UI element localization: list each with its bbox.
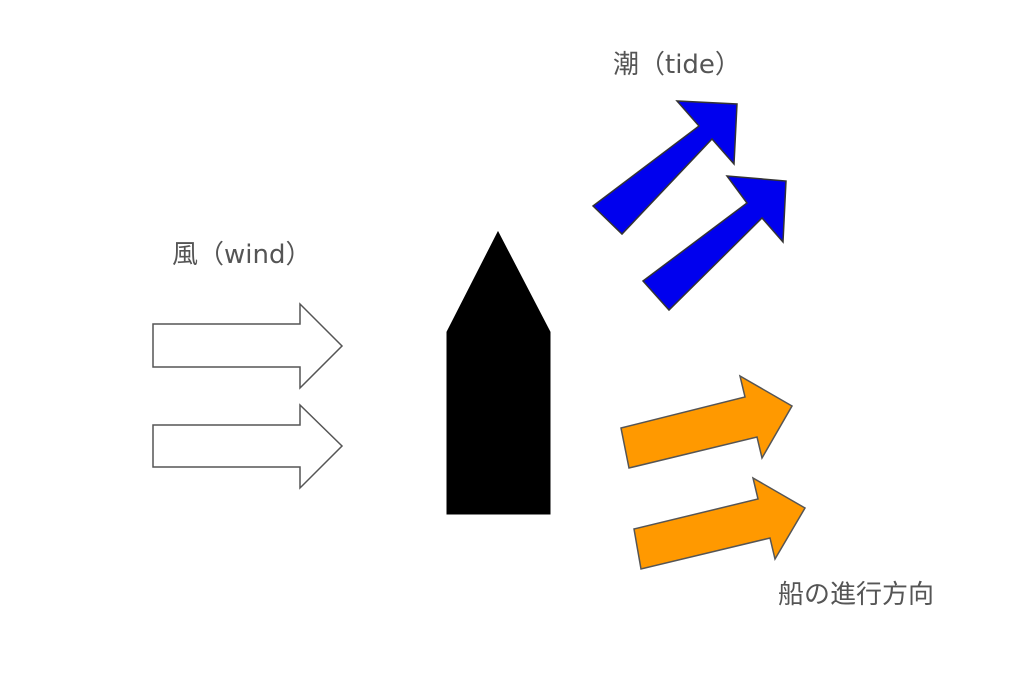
wind-label: 風（wind） — [172, 240, 312, 270]
boat-shape — [446, 230, 551, 515]
tide-label: 潮（tide） — [613, 50, 741, 80]
tide-arrows — [591, 100, 787, 312]
heading-label: 船の進行方向 — [778, 580, 935, 610]
tide-arrow-lower — [641, 175, 787, 312]
wind-arrow-upper — [152, 302, 344, 390]
tide-arrow-upper — [591, 100, 738, 236]
heading-arrow-upper — [620, 374, 794, 469]
wind-arrows — [152, 302, 344, 490]
heading-arrows — [620, 374, 807, 570]
heading-arrow-lower — [633, 476, 807, 570]
wind-arrow-lower — [152, 403, 344, 490]
